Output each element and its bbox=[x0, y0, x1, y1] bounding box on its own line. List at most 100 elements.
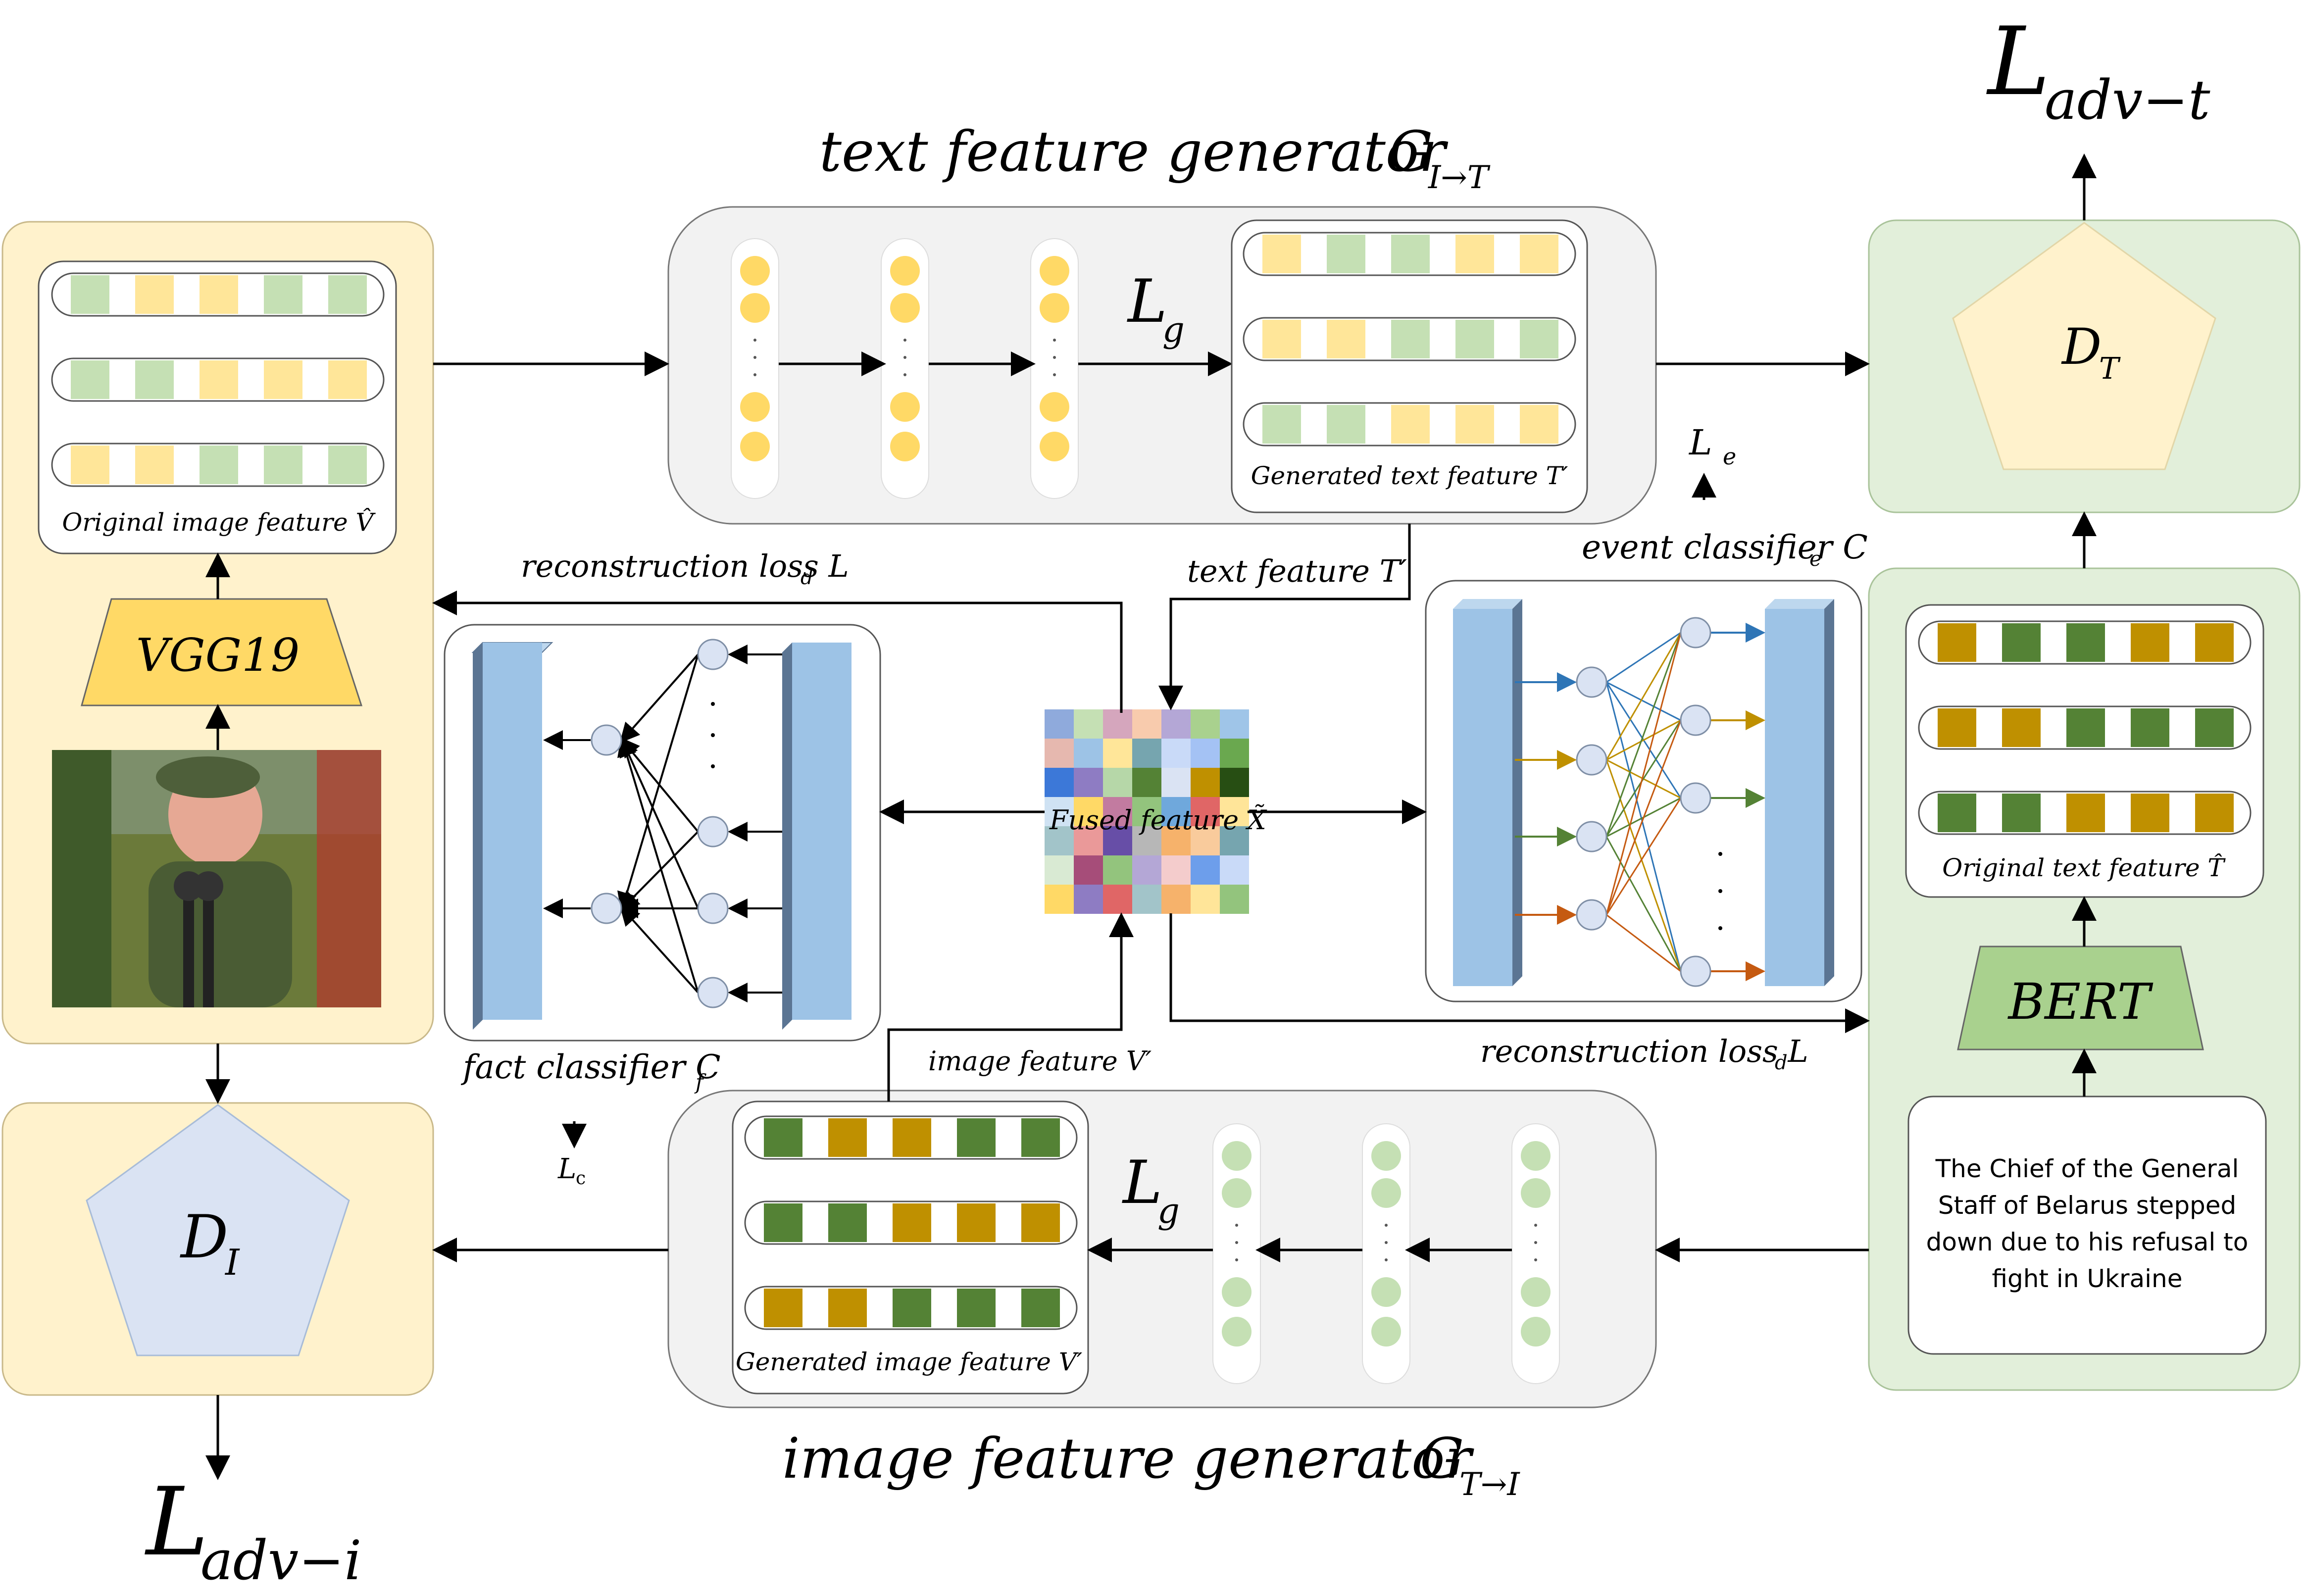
fused-cell bbox=[1132, 826, 1161, 855]
feature-cell bbox=[135, 360, 174, 399]
event-neuron bbox=[1576, 821, 1607, 852]
news-text-line-4: fight in Ukraine bbox=[1992, 1264, 2183, 1293]
text-generator-layers bbox=[731, 238, 1233, 499]
feature-cell bbox=[1938, 794, 1976, 832]
original-text-feature-label: Original text feature T̂ bbox=[1942, 853, 2226, 882]
feature-cell bbox=[264, 446, 302, 484]
event-neuron bbox=[1576, 899, 1607, 931]
feature-cell bbox=[1327, 235, 1365, 273]
feature-cell bbox=[71, 446, 109, 484]
feature-cell bbox=[2195, 623, 2234, 662]
layer-node bbox=[1521, 1277, 1551, 1307]
feature-cell bbox=[1021, 1203, 1060, 1242]
feature-cell bbox=[2195, 708, 2234, 747]
feature-cell bbox=[828, 1289, 867, 1327]
feature-cell bbox=[2195, 794, 2234, 832]
fused-cell bbox=[1220, 826, 1249, 855]
svg-text:d: d bbox=[1775, 1051, 1788, 1074]
fused-cell bbox=[1191, 797, 1220, 826]
reconstruction-loss-top-label: reconstruction loss L d bbox=[521, 548, 849, 589]
fact-neuron bbox=[697, 977, 729, 1008]
fused-cell bbox=[1074, 885, 1103, 914]
feature-cell bbox=[200, 360, 238, 399]
event-edge bbox=[1605, 836, 1682, 972]
fact-edge bbox=[617, 654, 699, 912]
fact-edge bbox=[617, 736, 699, 993]
fused-cell bbox=[1103, 768, 1132, 797]
layer-dot bbox=[1385, 1224, 1388, 1227]
fused-cell bbox=[1161, 885, 1191, 914]
arrow-text-feature-to-fused bbox=[1158, 524, 1411, 710]
layer-node bbox=[1371, 1317, 1401, 1347]
feature-cell bbox=[135, 446, 174, 484]
le-loss: L e bbox=[1688, 422, 1736, 470]
fact-classifier-caption: fact classifier C f bbox=[460, 1048, 721, 1094]
event-classifier-panel bbox=[1425, 580, 1862, 1002]
text-generator-subscript: I→T bbox=[1428, 159, 1491, 196]
feature-cell bbox=[1327, 405, 1365, 444]
layer-node bbox=[1371, 1178, 1401, 1208]
fused-cell bbox=[1220, 739, 1249, 768]
fused-cell bbox=[1045, 826, 1074, 855]
fused-cell bbox=[1161, 797, 1191, 826]
fact-edge bbox=[619, 736, 699, 909]
layer-node bbox=[1040, 432, 1069, 461]
feature-cell bbox=[764, 1289, 802, 1327]
layer-dot bbox=[753, 356, 756, 359]
fused-cell bbox=[1074, 826, 1103, 855]
event-dot bbox=[1718, 926, 1722, 930]
event-edge bbox=[1606, 632, 1681, 683]
text-generator-g: G bbox=[1389, 120, 1433, 184]
fused-cell bbox=[1191, 826, 1220, 855]
fused-cell bbox=[1103, 885, 1132, 914]
fused-cell bbox=[1074, 855, 1103, 885]
arrow-reconstruction-top bbox=[432, 591, 1123, 713]
fused-cell bbox=[1132, 709, 1161, 739]
fact-neuron bbox=[697, 816, 729, 848]
feature-cell bbox=[764, 1118, 802, 1157]
news-text-line-1: The Chief of the General bbox=[1935, 1154, 2239, 1183]
feature-cell bbox=[2002, 623, 2041, 662]
fact-edge bbox=[619, 905, 699, 994]
feature-cell bbox=[264, 360, 302, 399]
event-neuron bbox=[1680, 704, 1711, 736]
layer-node bbox=[1222, 1317, 1252, 1347]
generated-text-feature-label: Generated text feature T′ bbox=[1251, 461, 1568, 490]
layer-node bbox=[1521, 1317, 1551, 1347]
feature-cell bbox=[1262, 405, 1301, 444]
text-generator-title: text feature generator bbox=[819, 120, 1449, 184]
adversarial-loss-image: L adv−i bbox=[145, 1467, 362, 1592]
feature-cell bbox=[2131, 794, 2169, 832]
original-image-feature-box: Original image feature V̂ bbox=[38, 260, 397, 554]
feature-cell bbox=[1455, 405, 1494, 444]
feature-cell bbox=[1262, 235, 1301, 273]
news-photo bbox=[52, 750, 381, 1007]
event-edge bbox=[1606, 681, 1681, 721]
feature-cell bbox=[135, 275, 174, 314]
lg-bottom: L g bbox=[1122, 1148, 1180, 1231]
feature-cell bbox=[828, 1118, 867, 1157]
d-i-symbol: D bbox=[180, 1203, 228, 1272]
d-t-subscript: T bbox=[2099, 351, 2121, 386]
fused-cell bbox=[1191, 739, 1220, 768]
original-image-feature-label: Original image feature V̂ bbox=[62, 507, 376, 537]
layer-node bbox=[1371, 1141, 1401, 1171]
event-classifier-network bbox=[1515, 617, 1765, 987]
layer-node bbox=[1040, 293, 1069, 323]
fused-cell bbox=[1074, 768, 1103, 797]
svg-text:e: e bbox=[1809, 547, 1822, 571]
news-text-line-2: Staff of Belarus stepped bbox=[1938, 1191, 2237, 1220]
fused-cell bbox=[1132, 739, 1161, 768]
fused-cell bbox=[1045, 768, 1074, 797]
svg-text:reconstruction loss L: reconstruction loss L bbox=[521, 548, 849, 584]
fact-dot bbox=[711, 764, 715, 768]
bert-label: BERT bbox=[2007, 973, 2154, 1031]
layer-node bbox=[890, 256, 920, 286]
feature-cell bbox=[1262, 320, 1301, 358]
fused-feature-label: Fused feature X̃ bbox=[1049, 804, 1267, 836]
fact-edge bbox=[619, 653, 699, 743]
fact-edge bbox=[619, 831, 699, 911]
event-edge bbox=[1605, 632, 1682, 915]
event-dot bbox=[1718, 889, 1722, 893]
